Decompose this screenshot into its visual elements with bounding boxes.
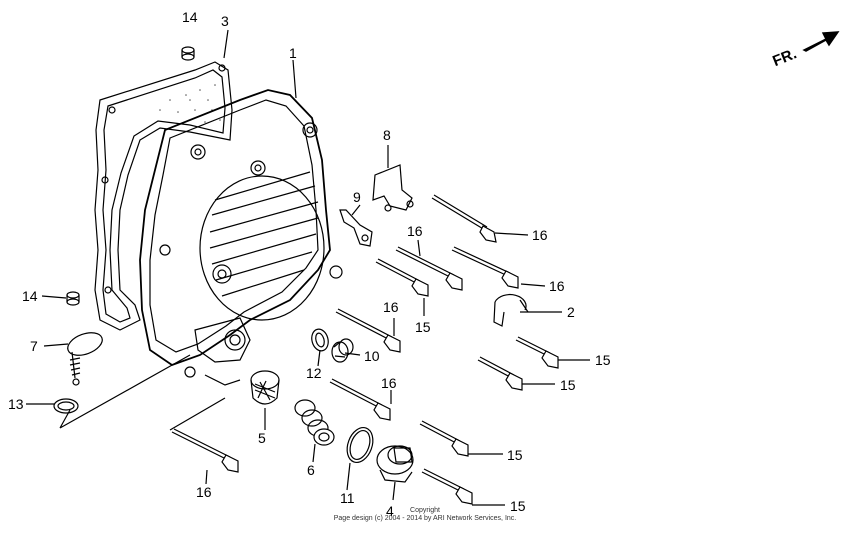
label-3: 3 (221, 13, 229, 29)
collar-part-left (66, 291, 80, 306)
label-13: 13 (8, 396, 24, 412)
label-leaders (26, 29, 590, 506)
label-1: 1 (289, 45, 297, 61)
label-6: 6 (307, 462, 315, 478)
label-16-c: 16 (549, 278, 565, 294)
label-16-f: 16 (196, 484, 212, 500)
strainer-cap-part (376, 445, 414, 483)
label-16-d: 16 (383, 299, 399, 315)
label-15-d: 15 (507, 447, 523, 463)
label-4: 4 (386, 503, 394, 519)
copyright-line-1: Copyright (410, 507, 440, 514)
sealing-washer-part (311, 328, 329, 352)
oil-strainer-screen-part (250, 370, 280, 405)
label-16-a: 16 (532, 227, 548, 243)
o-ring-part (53, 398, 79, 414)
clamp-part (339, 209, 373, 247)
oil-level-gauge-part (67, 332, 103, 386)
label-15-a: 15 (415, 319, 431, 335)
label-7: 7 (30, 338, 38, 354)
label-14-top: 14 (182, 9, 198, 25)
stay-bracket-part (372, 164, 414, 212)
collar-part-top (181, 46, 195, 61)
label-9: 9 (353, 189, 361, 205)
crankcase-cover-part (139, 89, 343, 386)
label-16-e: 16 (381, 375, 397, 391)
label-2: 2 (567, 304, 575, 320)
gasket-part (94, 61, 233, 331)
large-o-ring-part (346, 426, 374, 464)
spring-part (294, 399, 335, 446)
copyright-notice: Copyright Page design (c) 2004 - 2014 by… (0, 507, 850, 523)
drain-bolt-part (331, 338, 354, 363)
label-11: 11 (340, 490, 355, 506)
label-15-c: 15 (560, 377, 576, 393)
arrow-icon (802, 31, 840, 52)
label-16-b: 16 (407, 223, 423, 239)
front-direction-label: FR. (770, 45, 799, 70)
label-8: 8 (383, 127, 391, 143)
bolts-group (171, 194, 559, 505)
front-direction-indicator: FR. (770, 31, 840, 70)
label-10: 10 (364, 348, 380, 364)
clip-part (493, 293, 529, 327)
label-15-e: 15 (510, 498, 526, 514)
label-5: 5 (258, 430, 266, 446)
label-12: 12 (306, 365, 322, 381)
label-15-b: 15 (595, 352, 611, 368)
label-14-left: 14 (22, 288, 38, 304)
leader-lines (59, 354, 226, 431)
copyright-line-2: Page design (c) 2004 - 2014 by ARI Netwo… (333, 515, 517, 522)
